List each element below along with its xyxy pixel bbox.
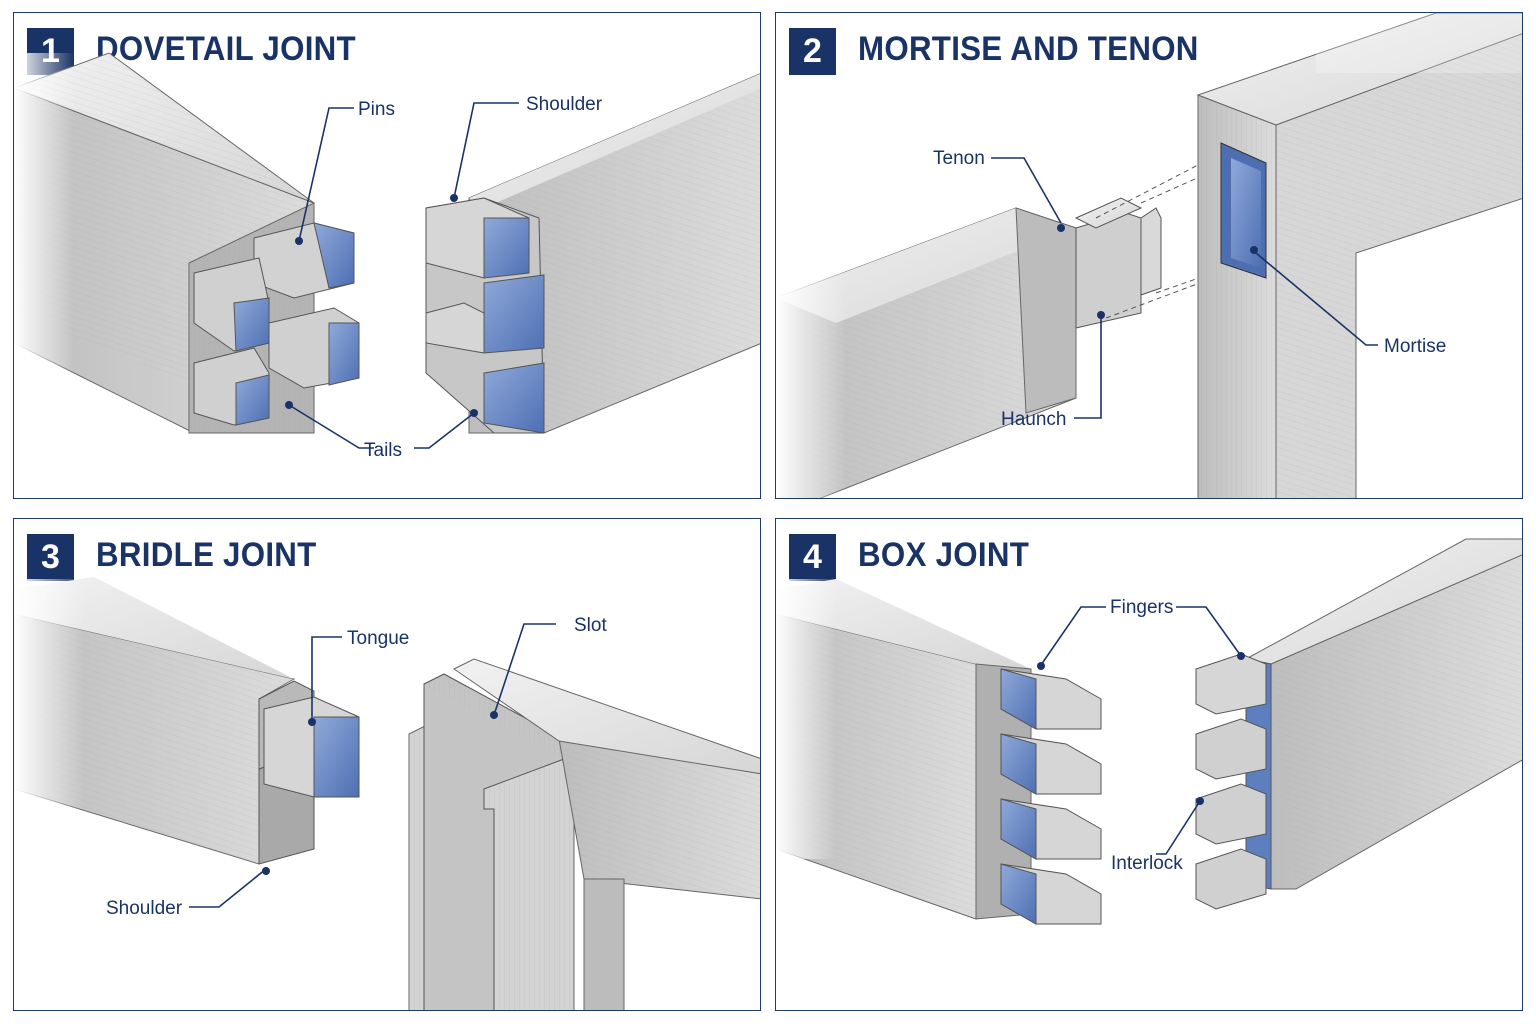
- box-joint-illustration: Fingers Interlock: [776, 538, 1522, 925]
- panel-title: MORTISE AND TENON: [858, 30, 1199, 68]
- label-pins: Pins: [358, 99, 395, 120]
- label-shoulder: Shoulder: [106, 898, 183, 919]
- label-tails: Tails: [364, 440, 402, 461]
- panel-title: BRIDLE JOINT: [96, 536, 317, 574]
- panel-title: DOVETAIL JOINT: [96, 30, 356, 68]
- label-haunch: Haunch: [1001, 409, 1067, 430]
- panel-mortise-and-tenon: 2 MORTISE AND TENON: [775, 12, 1523, 499]
- right-board: [425, 73, 760, 434]
- bridle-illustration: Tongue Slot Shoulder: [14, 577, 760, 1010]
- leader-lines: [1040, 606, 1242, 855]
- tenon: [1074, 197, 1162, 329]
- tongue-board: [14, 577, 360, 865]
- right-fingers: [1195, 653, 1267, 910]
- right-board: [1244, 538, 1522, 890]
- panel-box-joint: 4 BOX JOINT: [775, 518, 1523, 1011]
- leader-lines: [288, 102, 519, 449]
- label-tongue: Tongue: [347, 628, 409, 649]
- label-shoulder: Shoulder: [526, 94, 603, 115]
- left-tails: [193, 222, 360, 426]
- dovetail-illustration: Pins Shoulder Tails: [14, 52, 760, 461]
- panel-dovetail-joint: 1 DOVETAIL JOINT: [13, 12, 761, 499]
- panel-bridle-joint: 3 BRIDLE JOINT: [13, 518, 761, 1011]
- panel-number-badge: 4: [789, 534, 836, 581]
- rail-board: [776, 207, 1077, 498]
- leader-lines: [991, 157, 1378, 419]
- label-slot: Slot: [574, 615, 607, 636]
- panel-title: BOX JOINT: [858, 536, 1030, 574]
- slot-board: [408, 658, 760, 1010]
- mortise-tenon-illustration: Tenon Mortise Haunch: [776, 13, 1522, 498]
- panel-number-badge: 2: [789, 28, 836, 75]
- left-board: [776, 579, 1032, 920]
- leader-lines: [189, 623, 556, 908]
- label-fingers: Fingers: [1110, 597, 1173, 618]
- label-tenon: Tenon: [933, 148, 985, 169]
- panel-number-badge: 3: [27, 534, 74, 581]
- label-interlock: Interlock: [1111, 853, 1183, 874]
- left-fingers: [1000, 668, 1102, 925]
- label-mortise: Mortise: [1384, 336, 1446, 357]
- post-board: [1196, 13, 1522, 498]
